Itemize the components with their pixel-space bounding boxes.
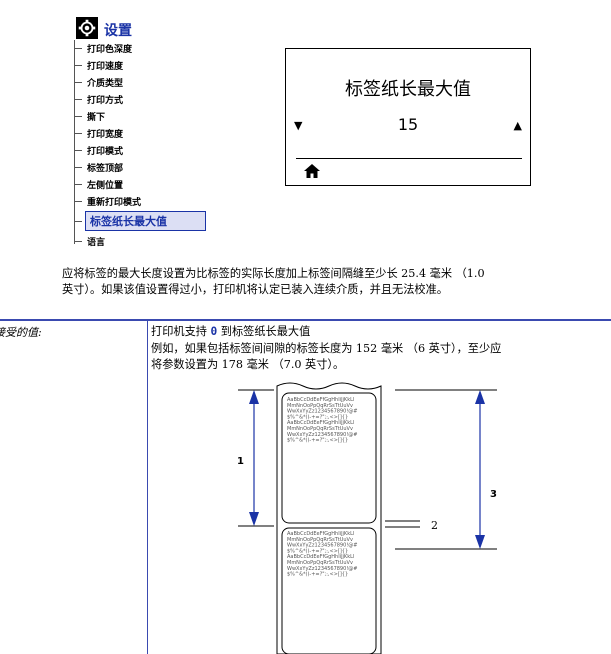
accepted-values-range: 打印机支持 0 到标签纸长最大值 [151,323,310,339]
tree-item-label-selected: 标签纸长最大值 [85,211,206,231]
tree-branch [74,47,82,49]
sample-text-line: $%^&*()-+=?";:,<>[]{} [287,438,348,444]
tree-item: 标签顶部 [74,159,123,175]
dimension-1-arrow-down-icon [249,512,259,526]
tree-item: 打印色深度 [74,40,132,56]
tree-item-label: 撕下 [87,112,106,123]
arrow-up-icon: ▲ [513,119,522,132]
tree-item-label: 介质类型 [87,78,124,89]
sample-text-line: MmNnOoPpQqRrSsTtUuVv [287,403,353,409]
range-suffix: 到标签纸长最大值 [217,325,311,338]
sample-text-line: WwXxYyZz1234567890!@# [287,566,358,572]
description-line: 英寸）。如果该值设置得过小，打印机将认定已装入连续介质，并且无法校准。 [62,283,448,296]
tree-item-label: 打印速度 [87,61,124,72]
range-prefix: 打印机支持 [151,325,211,338]
sample-text-line: WwXxYyZz1234567890!@# [287,409,358,415]
tree-branch [74,200,82,202]
sample-text-line: AaBbCcDdEeFfGgHhIiJjKkLl [287,420,354,426]
tree-branch [74,240,82,242]
tree-item-label: 打印方式 [87,95,124,106]
sample-text-line: $%^&*()-+=?";:,<>[]{} [287,414,348,420]
description-paragraph: 应将标签的最大长度设置为比标签的实际长度加上标签间隔缝至少长 25.4 毫米 （… [62,266,602,298]
label-1 [281,392,377,524]
sample-text-line: $%^&*()-+=?";:,<>[]{} [287,572,348,578]
printer-display: 标签纸长最大值 ▼ 15 ▲ [285,48,531,186]
sample-text-line: MmNnOoPpQqRrSsTtUuVv [287,537,353,543]
sample-text-line: MmNnOoPpQqRrSsTtUuVv [287,426,353,432]
menu-header: 设置 [76,15,132,41]
display-divider [296,158,522,159]
sample-text-line: MmNnOoPpQqRrSsTtUuVv [287,560,353,566]
tree-item: 介质类型 [74,74,123,90]
tree-item: 重新打印模式 [74,193,141,209]
tree-branch [74,64,82,66]
example-line: 将参数设置为 178 毫米 （7.0 英寸）。 [151,358,345,371]
tree-branch [74,115,82,117]
dimension-1-arrow-up-icon [249,390,259,404]
tree-item: 打印速度 [74,57,123,73]
tree-item: 撕下 [74,108,105,124]
tree-item-label: 打印色深度 [87,44,133,55]
gear-icon [76,17,98,39]
range-code: 0 [210,325,218,338]
sample-text-line: WwXxYyZz1234567890!@# [287,432,358,438]
tree-branch [74,183,82,185]
dimension-3-label: 3 [490,489,497,500]
example-paragraph: 例如，如果包括标签间间隙的标签长度为 152 毫米 （6 英寸），至少应 将参数… [151,341,601,373]
sample-text-line: AaBbCcDdEeFfGgHhIiJjKkLl [287,531,354,537]
arrow-down-icon: ▼ [294,119,303,132]
example-line: 例如，如果包括标签间间隙的标签长度为 152 毫米 （6 英寸），至少应 [151,342,502,355]
accepted-values-label: 接受的值: [0,326,42,339]
tree-item: 打印方式 [74,91,123,107]
menu-title: 设置 [104,23,132,39]
tree-item: 打印宽度 [74,125,123,141]
description-line: 应将标签的最大长度设置为比标签的实际长度加上标签间隔缝至少长 25.4 毫米 （… [62,267,485,280]
tree-item: 左侧位置 [74,176,123,192]
dimension-3-arrow-down-icon [475,535,485,549]
display-title: 标签纸长最大值 [345,79,471,100]
dimension-1-label: 1 [237,456,244,467]
tree-item: 打印模式 [74,142,123,158]
table-top-rule [0,319,611,321]
display-value: 15 [397,115,419,134]
sample-text-line: AaBbCcDdEeFfGgHhIiJjKkLl [287,397,354,403]
tree-branch [74,98,82,100]
table-column-rule [147,321,148,654]
tree-item-label: 语言 [87,237,106,248]
label-2 [281,527,377,654]
tree-item-label: 标签顶部 [87,163,124,174]
tree-item-label: 打印宽度 [87,129,124,140]
tree-item: 语言 [74,233,105,249]
sample-text-line: AaBbCcDdEeFfGgHhIiJjKkLl [287,554,354,560]
tree-branch [74,166,82,168]
tree-branch [74,149,82,151]
tree-item-label: 打印模式 [87,146,124,157]
tree-branch [74,81,82,83]
tree-item: 标签纸长最大值 [74,211,206,231]
tree-branch [74,220,82,222]
tree-branch [74,132,82,134]
tree-connector [74,40,75,244]
dimension-3-arrow-up-icon [475,390,485,404]
sample-text-line: $%^&*()-+=?";:,<>[]{} [287,548,348,554]
home-icon [304,164,320,178]
tree-item-label: 左侧位置 [87,180,124,191]
gap-label: 2 [431,519,438,532]
tree-item-label: 重新打印模式 [87,197,142,208]
sample-text-line: WwXxYyZz1234567890!@# [287,543,358,549]
